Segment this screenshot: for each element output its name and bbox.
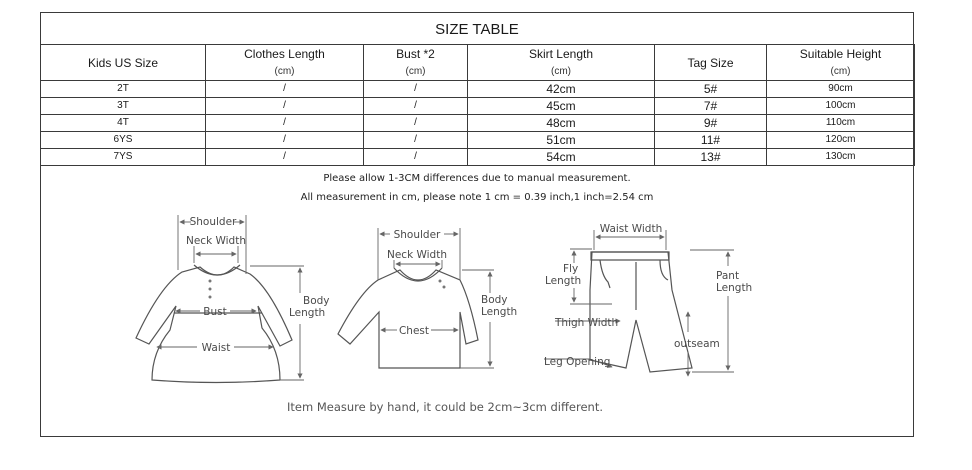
pants-outseam-label: outseam [674, 338, 720, 350]
table-row: 7YS / / 54cm 13# 130cm [40, 148, 915, 166]
shirt-neck-width-label: Neck Width [387, 249, 447, 261]
table-row: 4T / / 48cm 9# 110cm [40, 114, 915, 132]
size-table: Kids US Size Clothes Length(cm) Bust *2(… [40, 44, 915, 166]
header-kids-us-size: Kids US Size [40, 44, 206, 81]
cell-tag-size: 13# [654, 148, 767, 166]
pants-outline [589, 251, 693, 373]
dress-bust-label: Bust [203, 306, 226, 318]
dress-waist-label: Waist [202, 342, 231, 354]
conversion-note: All measurement in cm, please note 1 cm … [300, 192, 654, 203]
pants-waist-width-label: Waist Width [600, 223, 663, 235]
cell-clothes-length: / [205, 148, 364, 166]
shirt-chest-label: Chest [399, 325, 429, 337]
cell-skirt-length: 54cm [467, 148, 655, 166]
header-unit: (cm) [830, 65, 851, 77]
dress-shoulder-label: Shoulder [190, 216, 237, 228]
pants-thigh-width-label: Thigh Width [554, 317, 618, 329]
dress-neck-width-label: Neck Width [186, 235, 246, 247]
shirt-shoulder-label: Shoulder [394, 229, 441, 241]
header-unit: (cm) [405, 65, 426, 77]
size-chart-frame: SIZE TABLE Kids US Size Clothes Length(c… [40, 12, 915, 437]
cell-suitable-height: 130cm [766, 148, 915, 166]
pants-leg-opening-label: Leg Opening [544, 356, 610, 368]
shirt-outline [337, 269, 479, 369]
header-unit: (cm) [274, 65, 295, 77]
cell-size: 7YS [40, 148, 206, 166]
header-suitable-height: Suitable Height(cm) [766, 44, 915, 81]
header-unit: (cm) [551, 65, 571, 77]
cell-skirt-length: 45cm [467, 97, 655, 115]
dress-outline [135, 266, 293, 384]
footer-note: Item Measure by hand, it could be 2cm~3c… [287, 400, 603, 414]
measurement-note: Please allow 1-3CM differences due to ma… [323, 173, 631, 184]
